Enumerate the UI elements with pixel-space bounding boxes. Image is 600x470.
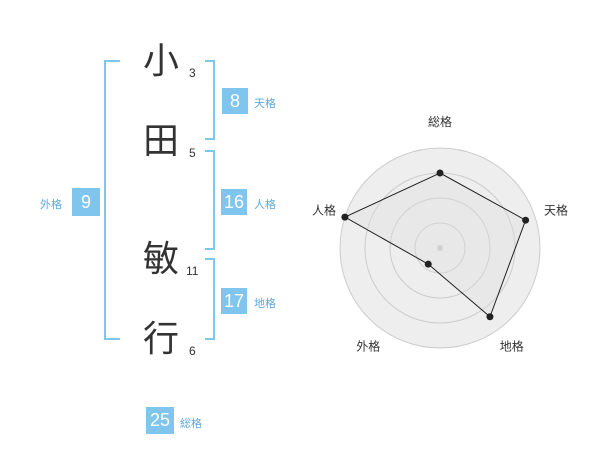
radar-axis-label: 総格 <box>428 114 452 129</box>
jinkaku-value: 16 <box>221 189 247 215</box>
radar-point-3 <box>486 313 494 321</box>
tenkaku-label: 天格 <box>254 97 276 110</box>
name-char-1: 小 <box>143 41 180 82</box>
name-char-3: 敏 <box>143 239 180 280</box>
radar-axis-label: 天格 <box>544 202 568 217</box>
radar-ring <box>339 147 541 349</box>
radar-ring <box>389 197 491 299</box>
radar-polygon <box>343 172 527 318</box>
soukaku-label: 総格 <box>180 417 202 430</box>
gaikaku-value: 9 <box>72 188 100 216</box>
radar-axis-label: 地格 <box>500 339 524 354</box>
stroke-count-1: 3 <box>189 66 196 80</box>
name-char-2: 田 <box>143 121 180 162</box>
radar-ring <box>414 222 466 274</box>
radar-axis-label: 外格 <box>356 339 380 354</box>
chikaku-value: 17 <box>221 288 247 314</box>
jinkaku-label: 人格 <box>254 198 276 211</box>
radar-point-4 <box>424 260 432 268</box>
radar-axis-label: 人格 <box>312 202 336 217</box>
chikaku-label: 地格 <box>254 297 276 310</box>
name-char-4: 行 <box>143 319 180 360</box>
soukaku-value: 25 <box>146 407 174 434</box>
radar-center <box>437 245 443 251</box>
radar-point-2 <box>522 216 530 224</box>
radar-point-5 <box>341 213 349 221</box>
stroke-count-2: 5 <box>189 146 196 160</box>
stroke-count-3: 11 <box>186 264 199 278</box>
radar-point-1 <box>436 169 444 177</box>
tenkaku-value: 8 <box>222 88 248 114</box>
gaikaku-label: 外格 <box>40 198 62 211</box>
stroke-count-4: 6 <box>189 344 196 358</box>
